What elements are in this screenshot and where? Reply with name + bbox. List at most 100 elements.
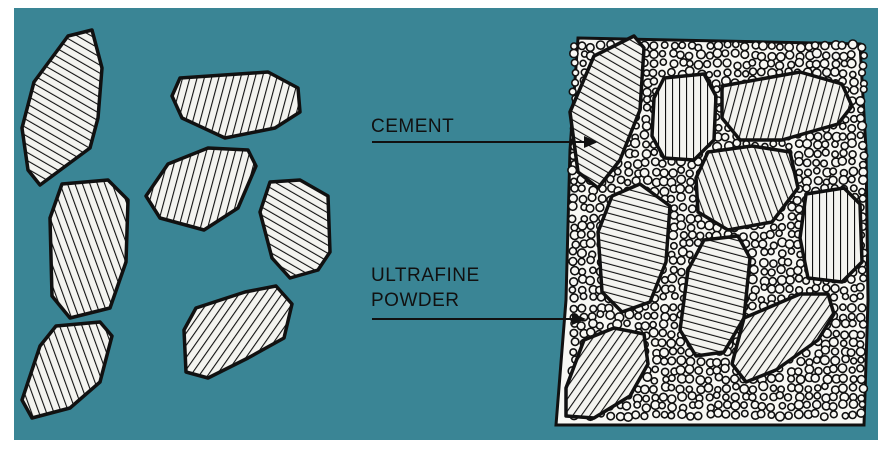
powder-grain	[578, 42, 585, 49]
powder-grain	[841, 340, 847, 346]
powder-grain	[832, 151, 838, 157]
powder-grain	[777, 53, 785, 61]
powder-grain	[820, 356, 829, 365]
powder-grain	[850, 295, 857, 302]
powder-grain	[661, 358, 668, 365]
powder-grain	[678, 392, 687, 401]
powder-grain	[587, 223, 594, 230]
powder-grain	[569, 287, 575, 293]
powder-grain	[723, 385, 731, 393]
powder-grain	[848, 139, 856, 147]
powder-grain	[658, 339, 666, 347]
powder-grain	[651, 149, 657, 155]
powder-grain	[820, 59, 828, 67]
powder-grain	[643, 396, 649, 402]
powder-grain	[842, 413, 848, 419]
powder-grain	[860, 86, 867, 93]
powder-grain	[661, 412, 667, 418]
powder-grain	[652, 158, 660, 166]
powder-grain	[840, 304, 846, 310]
powder-grain	[570, 329, 577, 336]
powder-grain	[707, 43, 714, 50]
powder-grain	[849, 384, 856, 391]
powder-grain	[651, 312, 658, 319]
powder-grain	[713, 49, 721, 57]
powder-grain	[577, 322, 585, 330]
powder-grain	[714, 392, 720, 398]
packed-mixture	[556, 36, 868, 425]
powder-grain	[641, 322, 649, 330]
powder-grain	[650, 60, 657, 67]
powder-grain	[805, 365, 813, 373]
powder-grain	[722, 134, 729, 141]
powder-grain	[777, 44, 783, 50]
powder-grain	[588, 231, 595, 238]
powder-grain	[860, 321, 867, 328]
powder-grain	[741, 43, 749, 51]
powder-label: POWDER	[371, 290, 460, 311]
powder-grain	[571, 338, 578, 345]
powder-grain	[848, 176, 855, 183]
powder-grain	[660, 320, 668, 328]
powder-grain	[590, 305, 597, 312]
powder-grain	[778, 276, 787, 285]
powder-grain	[668, 285, 675, 292]
powder-grain	[667, 339, 675, 347]
powder-grain	[690, 195, 697, 202]
powder-grain	[661, 305, 669, 313]
powder-grain	[832, 319, 841, 328]
powder-grain	[623, 402, 631, 410]
powder-grain	[806, 393, 813, 400]
powder-grain	[849, 320, 856, 327]
powder-grain	[668, 412, 674, 418]
powder-grain	[597, 323, 604, 330]
powder-grain	[686, 170, 693, 177]
powder-grain	[679, 204, 686, 211]
powder-grain	[857, 365, 864, 372]
powder-grain	[797, 44, 805, 52]
powder-grain	[760, 60, 769, 69]
powder-grain	[644, 313, 650, 319]
powder-grain	[824, 132, 832, 140]
powder-grain	[714, 409, 722, 417]
powder-grain	[849, 411, 856, 418]
powder-grain	[760, 393, 767, 400]
powder-grain	[849, 400, 857, 408]
powder-grain	[821, 346, 829, 354]
powder-grain	[779, 250, 786, 257]
powder-grain	[795, 368, 802, 375]
powder-grain	[669, 169, 677, 177]
powder-grain	[795, 205, 802, 212]
powder-grain	[850, 78, 858, 86]
powder-grain	[849, 167, 857, 175]
powder-grain	[669, 375, 675, 381]
powder-grain	[771, 224, 777, 230]
powder-grain	[803, 185, 810, 192]
ultrafine-label: ULTRAFINE	[371, 265, 480, 286]
powder-grain	[842, 355, 849, 362]
powder-grain	[857, 331, 864, 338]
powder-grain	[651, 303, 659, 311]
powder-grain	[811, 410, 818, 417]
powder-grain	[830, 168, 837, 175]
powder-grain	[815, 385, 821, 391]
powder-grain	[860, 152, 867, 159]
powder-grain	[649, 328, 658, 337]
powder-grain	[839, 400, 847, 408]
powder-grain	[686, 375, 694, 383]
powder-grain	[770, 260, 777, 267]
powder-grain	[569, 248, 576, 255]
powder-grain	[570, 49, 578, 57]
powder-grain	[660, 51, 666, 57]
powder-grain	[785, 259, 792, 266]
powder-grain	[840, 150, 847, 157]
powder-grain	[839, 176, 848, 185]
powder-grain	[670, 304, 677, 311]
powder-grain	[822, 383, 828, 389]
powder-grain	[651, 378, 657, 384]
powder-grain	[580, 293, 586, 299]
powder-grain	[761, 269, 767, 275]
powder-grain	[653, 169, 660, 176]
powder-grain	[715, 401, 722, 408]
powder-grain	[823, 68, 831, 76]
